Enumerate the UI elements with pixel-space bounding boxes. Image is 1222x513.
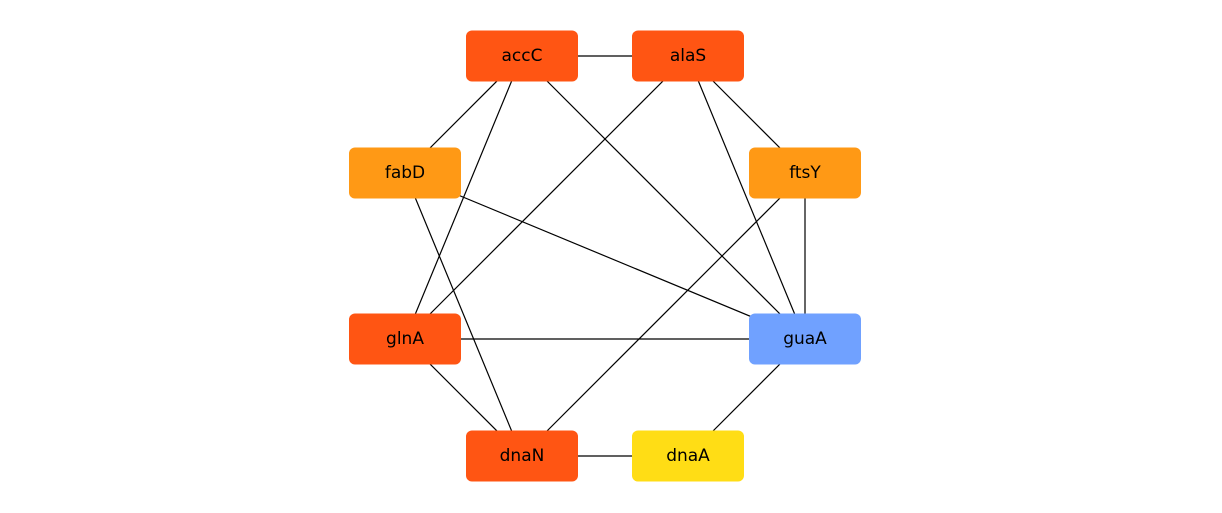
node-box-accC: [466, 30, 578, 82]
node-dnaA: dnaA: [632, 430, 744, 482]
node-box-guaA: [749, 313, 861, 365]
node-label-accC: accC: [502, 46, 543, 66]
node-glnA: glnA: [349, 313, 461, 365]
node-fabD: fabD: [349, 147, 461, 199]
node-label-alaS: alaS: [670, 46, 706, 66]
node-ftsY: ftsY: [749, 147, 861, 199]
node-alaS: alaS: [632, 30, 744, 82]
edge-ftsY-dnaN: [521, 172, 806, 457]
edge-alaS-guaA: [687, 55, 806, 340]
node-label-dnaN: dnaN: [500, 446, 545, 466]
node-label-glnA: glnA: [386, 329, 424, 349]
node-guaA: guaA: [749, 313, 861, 365]
edge-fabD-dnaN: [404, 172, 523, 457]
edge-layer: [404, 55, 806, 457]
node-box-glnA: [349, 313, 461, 365]
edge-alaS-glnA: [404, 55, 689, 340]
node-box-ftsY: [749, 147, 861, 199]
node-label-guaA: guaA: [783, 329, 827, 349]
node-layer: accC alaS fabD ftsY glnA guaA dnaN dnaA: [349, 30, 861, 482]
edge-accC-guaA: [521, 55, 806, 340]
node-box-fabD: [349, 147, 461, 199]
node-accC: accC: [466, 30, 578, 82]
edge-fabD-guaA: [404, 172, 806, 340]
node-box-dnaN: [466, 430, 578, 482]
node-label-ftsY: ftsY: [789, 163, 821, 183]
node-dnaN: dnaN: [466, 430, 578, 482]
node-label-fabD: fabD: [385, 163, 425, 183]
node-box-dnaA: [632, 430, 744, 482]
node-label-dnaA: dnaA: [666, 446, 710, 466]
node-box-alaS: [632, 30, 744, 82]
